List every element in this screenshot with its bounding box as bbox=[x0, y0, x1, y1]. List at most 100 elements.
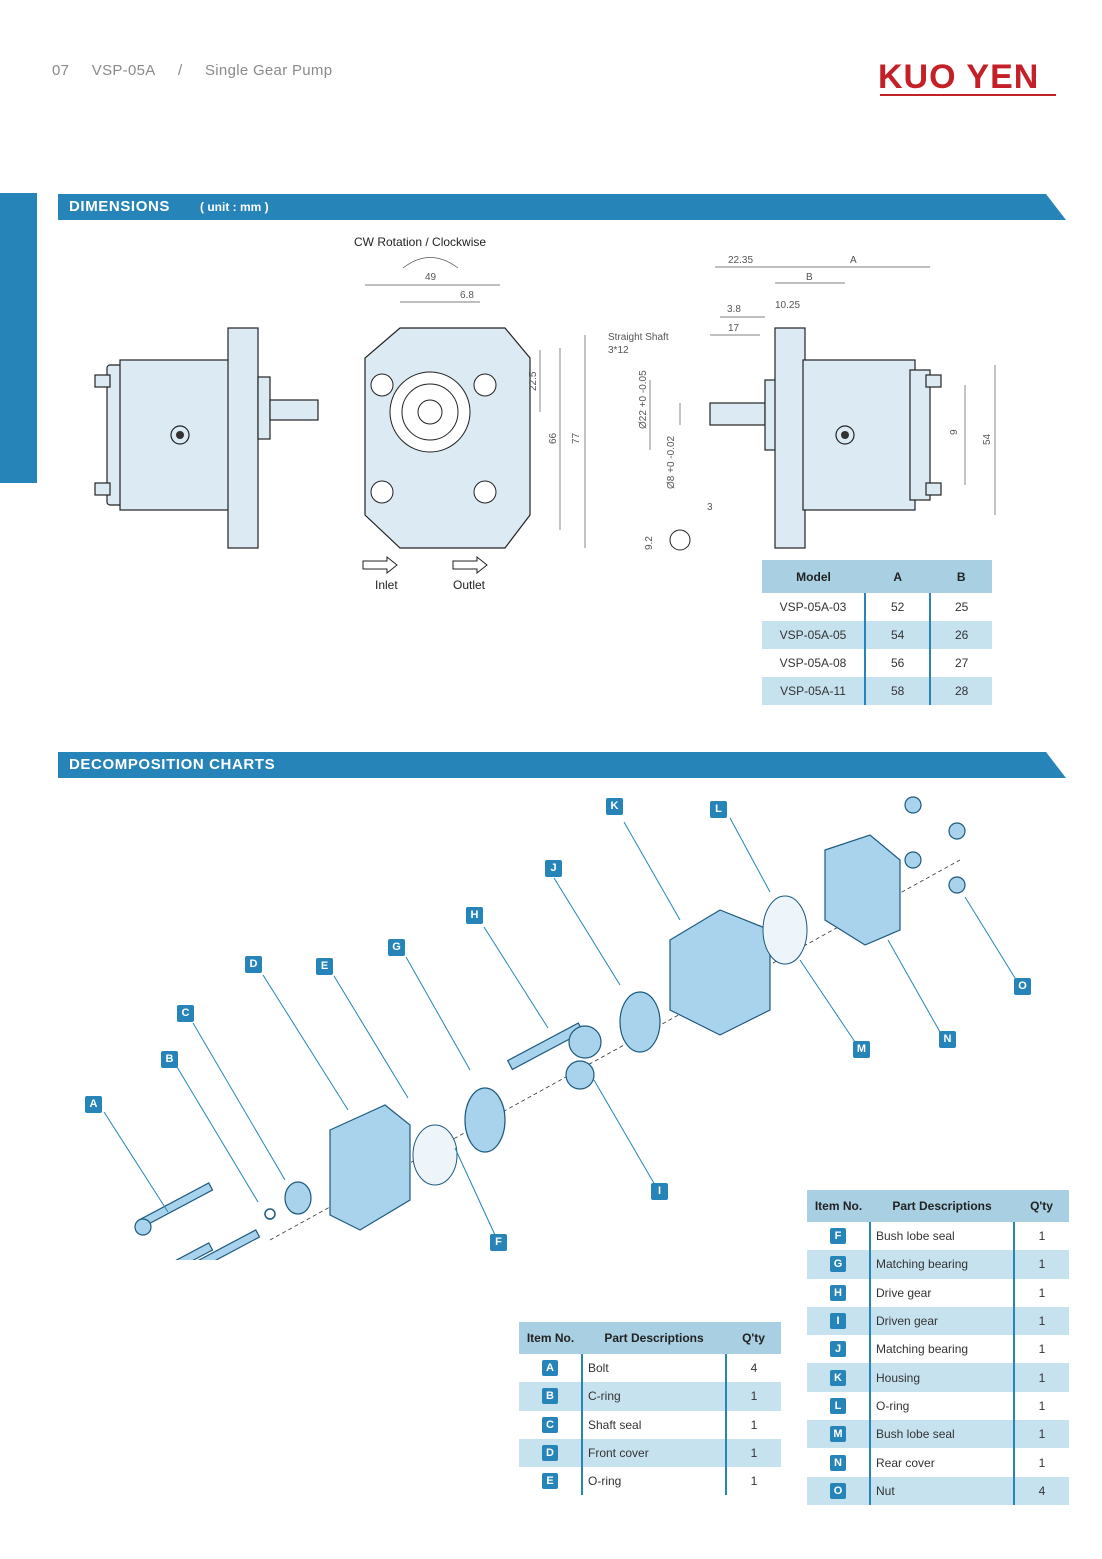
side-view-right: 22.35 A B 3.8 10.25 17 Straight Shaft 3*… bbox=[608, 255, 996, 551]
side-view-left bbox=[94, 327, 319, 549]
part-description: Shaft seal bbox=[582, 1410, 727, 1439]
dimension-drawing: .p{fill:#dceaf3;stroke:#222;stroke-width… bbox=[94, 235, 996, 592]
item-badge: G bbox=[830, 1256, 846, 1273]
logo-underline bbox=[880, 94, 1056, 96]
item-badge: C bbox=[542, 1416, 558, 1433]
part-qty: 1 bbox=[750, 1417, 758, 1432]
table-row: C Shaft seal 1 bbox=[519, 1410, 781, 1439]
item-badge: O bbox=[830, 1482, 846, 1499]
shaft-seal-c bbox=[284, 1181, 312, 1215]
breadcrumb: 07 VSP-05A / Single Gear Pump bbox=[52, 62, 350, 79]
table-row: VSP-05A-08 56 27 bbox=[762, 649, 992, 677]
svg-text:Ø22 +0 -0.05: Ø22 +0 -0.05 bbox=[638, 370, 649, 429]
item-badge: K bbox=[830, 1369, 846, 1386]
callout-f: F bbox=[490, 1234, 507, 1251]
part-qty: 1 bbox=[1014, 1363, 1069, 1392]
item-badge: D bbox=[542, 1445, 558, 1462]
part-qty: 1 bbox=[1038, 1342, 1046, 1357]
item-badge: L bbox=[830, 1397, 846, 1414]
bolts-a bbox=[134, 1182, 261, 1260]
callout-l: L bbox=[710, 801, 727, 818]
part-qty: 1 bbox=[1038, 1229, 1046, 1244]
item-no-header: Item No. bbox=[519, 1322, 582, 1354]
model-name: VSP-05A bbox=[91, 62, 156, 79]
qty-header: Q'ty bbox=[1014, 1190, 1069, 1222]
part-description: Drive gear bbox=[870, 1278, 1015, 1307]
decomposition-title: DECOMPOSITION CHARTS bbox=[69, 756, 276, 773]
model-dimensions-table: Model A B VSP-05A-03 52 25 VSP-05A-05 54… bbox=[762, 560, 992, 705]
model-header: Model bbox=[762, 560, 865, 593]
svg-text:3: 3 bbox=[707, 502, 713, 513]
model-cell: VSP-05A-05 bbox=[762, 621, 866, 649]
svg-text:B: B bbox=[806, 272, 813, 283]
svg-text:9: 9 bbox=[949, 429, 960, 435]
svg-text:77: 77 bbox=[571, 432, 582, 444]
callout-e: E bbox=[316, 958, 333, 975]
callout-c: C bbox=[177, 1005, 194, 1022]
part-description: Housing bbox=[870, 1363, 1015, 1392]
bearing-j bbox=[619, 991, 661, 1053]
svg-text:66: 66 bbox=[548, 432, 559, 444]
table-row: F Bush lobe seal 1 bbox=[807, 1222, 1069, 1251]
svg-text:22.35: 22.35 bbox=[728, 255, 753, 266]
part-description: Matching bearing bbox=[870, 1335, 1015, 1364]
dimensions-title: DIMENSIONS bbox=[69, 198, 171, 215]
callout-k: K bbox=[606, 798, 623, 815]
svg-text:6.8: 6.8 bbox=[460, 290, 474, 301]
callout-h: H bbox=[466, 907, 483, 924]
table-row: VSP-05A-03 52 25 bbox=[762, 593, 992, 621]
b-cell: 25 bbox=[955, 600, 969, 614]
brand-logo: KUO YEN bbox=[878, 58, 1040, 96]
part-description: Driven gear bbox=[870, 1306, 1015, 1336]
svg-text:9.2: 9.2 bbox=[644, 536, 655, 550]
part-qty: 4 bbox=[750, 1361, 758, 1376]
item-badge: A bbox=[542, 1360, 558, 1377]
item-badge: E bbox=[542, 1473, 558, 1490]
part-qty: 1 bbox=[1014, 1420, 1069, 1449]
svg-text:10.25: 10.25 bbox=[775, 300, 800, 311]
inlet-label: Inlet bbox=[375, 578, 398, 592]
unit-label: ( unit : mm ) bbox=[200, 200, 269, 214]
part-qty: 1 bbox=[750, 1474, 758, 1489]
b-cell: 28 bbox=[930, 677, 992, 705]
item-badge: N bbox=[830, 1454, 846, 1471]
part-description: Matching bearing bbox=[870, 1250, 1015, 1279]
part-description: C-ring bbox=[582, 1382, 727, 1411]
svg-text:A: A bbox=[850, 255, 857, 266]
item-badge: H bbox=[830, 1284, 846, 1301]
part-qty: 1 bbox=[1038, 1398, 1046, 1413]
callout-o: O bbox=[1014, 978, 1031, 995]
gears-h-i bbox=[506, 1022, 602, 1090]
b-header: B bbox=[930, 560, 992, 593]
rotation-label: CW Rotation / Clockwise bbox=[354, 235, 486, 249]
model-cell: VSP-05A-11 bbox=[762, 677, 866, 705]
model-cell: VSP-05A-08 bbox=[762, 649, 866, 677]
part-qty: 1 bbox=[726, 1382, 781, 1411]
a-header: A bbox=[865, 560, 931, 593]
svg-text:Ø8 +0 -0.02: Ø8 +0 -0.02 bbox=[666, 435, 677, 489]
part-description: Bush lobe seal bbox=[870, 1420, 1015, 1449]
part-description: Rear cover bbox=[870, 1448, 1015, 1477]
a-cell: 52 bbox=[865, 593, 932, 621]
svg-text:3.8: 3.8 bbox=[727, 304, 741, 315]
svg-text:22.5: 22.5 bbox=[528, 371, 539, 391]
item-badge: F bbox=[830, 1228, 846, 1245]
callout-i: I bbox=[651, 1183, 668, 1200]
callout-j: J bbox=[545, 860, 562, 877]
item-badge: B bbox=[542, 1388, 558, 1405]
description-header: Part Descriptions bbox=[870, 1190, 1014, 1222]
part-qty: 1 bbox=[726, 1438, 781, 1468]
a-cell: 56 bbox=[865, 649, 932, 677]
part-description: Bush lobe seal bbox=[870, 1222, 1015, 1251]
